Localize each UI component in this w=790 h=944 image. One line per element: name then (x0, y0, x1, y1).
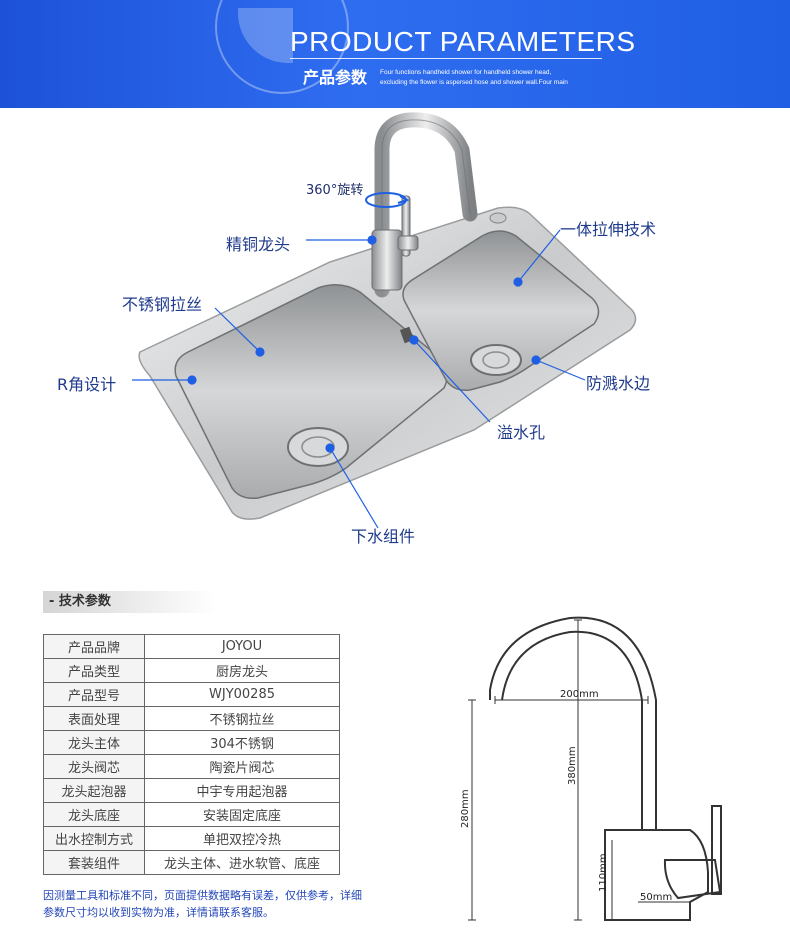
spec-key: 产品型号 (43, 682, 145, 707)
spec-value: 304不锈钢 (144, 730, 340, 755)
spec-key: 套装组件 (43, 850, 145, 875)
spec-row: 表面处理不锈钢拉丝 (43, 706, 340, 731)
left-drain (287, 427, 349, 467)
spec-value: 安装固定底座 (144, 802, 340, 827)
spec-value: 龙头主体、进水软管、底座 (144, 850, 340, 875)
spec-row: 龙头阀芯陶瓷片阀芯 (43, 754, 340, 779)
callout-drain: 下水组件 (351, 527, 416, 546)
callout-splash: 防溅水边 (586, 374, 651, 393)
tech-specs-title: - 技术参数 (43, 591, 216, 613)
banner-subtitle: Four functions handheld shower for handh… (380, 69, 568, 86)
spec-value: 厨房龙头 (144, 658, 340, 683)
spec-key: 表面处理 (43, 706, 145, 731)
callout-overflow: 溢水孔 (497, 423, 546, 442)
callout-faucet: 精铜龙头 (226, 235, 291, 254)
spec-row: 产品类型厨房龙头 (43, 658, 340, 683)
spec-row: 出水控制方式单把双控冷热 (43, 826, 340, 851)
callout-stretch: 一体拉伸技术 (560, 220, 657, 239)
spec-row: 龙头起泡器中宇专用起泡器 (43, 778, 340, 803)
disclaimer: 因测量工具和标准不同，页面提供数据略有误差，仅供参考，详细参数尺寸均以收到实物为… (43, 889, 362, 919)
banner-divider (290, 58, 602, 59)
right-bowl (402, 230, 600, 392)
spec-value: WJY00285 (144, 682, 340, 707)
callout-rotation: 360°旋转 (306, 183, 364, 198)
banner-title-cn: 产品参数 (303, 68, 368, 87)
callout-brushed: 不锈钢拉丝 (122, 295, 203, 314)
spec-key: 龙头主体 (43, 730, 145, 755)
spec-value: JOYOU (144, 634, 340, 659)
spec-key: 龙头起泡器 (43, 778, 145, 803)
callout-lines (132, 229, 586, 529)
sink-illustration (132, 112, 637, 529)
spec-value: 不锈钢拉丝 (144, 706, 340, 731)
spec-key: 龙头底座 (43, 802, 145, 827)
header-banner: PRODUCT PARAMETERS 产品参数 Four functions h… (0, 0, 790, 108)
spec-key: 龙头阀芯 (43, 754, 145, 779)
dim-height-spout: 380mm (567, 746, 578, 785)
faucet-body (371, 229, 403, 291)
spec-key: 产品品牌 (43, 634, 145, 659)
spec-value: 中宇专用起泡器 (144, 778, 340, 803)
spec-value: 单把双控冷热 (144, 826, 340, 851)
spec-key: 产品类型 (43, 658, 145, 683)
spec-row: 龙头底座安装固定底座 (43, 802, 340, 827)
spec-row: 套装组件龙头主体、进水软管、底座 (43, 850, 340, 875)
dim-base-height: 110mm (598, 853, 609, 892)
dimension-drawing: 200mm 280mm 380mm 110mm 50mm (460, 616, 722, 921)
banner-title-en: PRODUCT PARAMETERS (290, 26, 636, 57)
spec-key: 出水控制方式 (43, 826, 145, 851)
dim-width: 200mm (560, 689, 599, 700)
spec-value: 陶瓷片阀芯 (144, 754, 340, 779)
dim-height-total: 280mm (460, 789, 471, 828)
callout-r-corner: R角设计 (57, 375, 117, 394)
dim-base-width: 50mm (640, 892, 672, 903)
right-drain (470, 344, 522, 376)
